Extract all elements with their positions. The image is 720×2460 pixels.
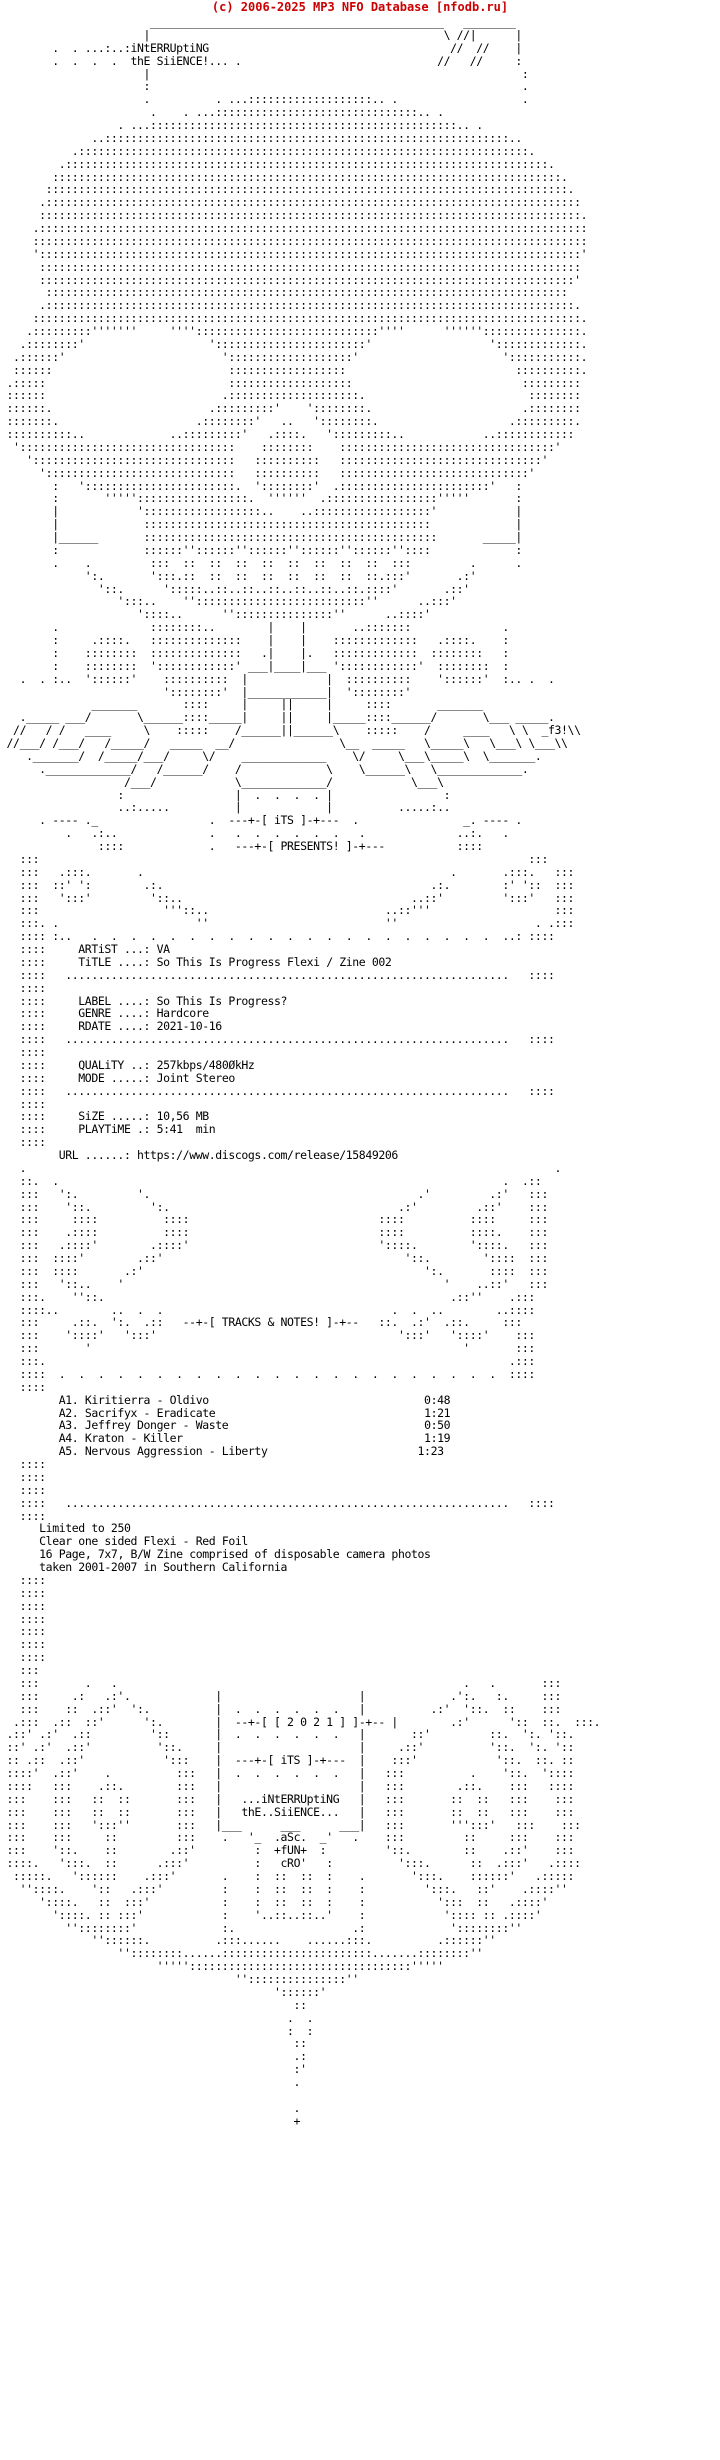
note-0: Limited to 250 <box>39 1521 131 1536</box>
playtime-value: 5:41 min <box>156 1122 216 1137</box>
nfo-document: ________________________________________… <box>0 16 720 2456</box>
note-3: taken 2001-2007 in Southern California <box>39 1560 288 1574</box>
group-name-bottom: ...iNtERRUptiNG <box>241 1791 340 1806</box>
nfo-tracklist: :::: A1. Kiritierra - Oldivo 0:48 A2. Sa… <box>19 1379 555 1665</box>
track-time-4: 1:23 <box>417 1444 445 1459</box>
label-value: So This Is Progress? <box>156 993 288 1008</box>
nfo-bottom-art: ::: ::: . . . . ::: ::: .: .:'. | | .':.… <box>6 1663 601 2128</box>
note-2: 16 Page, 7x7, B/W Zine comprised of disp… <box>39 1547 431 1562</box>
track-time-0: 0:48 <box>424 1392 451 1407</box>
track-2: A3. Jeffrey Donger - Waste <box>58 1418 229 1433</box>
track-time-1: 1:21 <box>424 1405 451 1420</box>
track-4: A5. Nervous Aggression - Liberty <box>58 1444 268 1459</box>
title-value: So This Is Progress Flexi / Zine 002 <box>156 954 392 969</box>
group-name-bottom-2: thE..SiiENCE... <box>241 1804 340 1819</box>
genre-value: Hardcore <box>156 1006 210 1021</box>
year-label: [ 2 0 2 1 ] <box>274 1714 346 1729</box>
track-time-2: 0:50 <box>424 1418 451 1433</box>
track-1: A2. Sacrifyx - Eradicate <box>58 1405 216 1420</box>
note-1: Clear one sided Flexi - Red Foil <box>39 1534 248 1549</box>
credit-2: cRO' <box>280 1856 308 1871</box>
discogs-link[interactable]: https://www.discogs.com/release/15849206 <box>137 1148 398 1162</box>
credit-0: .aSc. <box>274 1830 307 1845</box>
nfo-top-art: ________________________________________… <box>6 16 588 853</box>
track-0: A1. Kiritierra - Oldivo <box>58 1392 209 1407</box>
mode-value: Joint Stereo <box>156 1070 236 1085</box>
source-header: (c) 2006-2025 MP3 NFO Database [nfodb.ru… <box>211 0 509 14</box>
artist-value: VA <box>156 942 170 956</box>
size-value: 10,56 MB <box>156 1109 210 1124</box>
track-time-3: 1:19 <box>424 1431 451 1446</box>
quality-value: 257kbps/480ØkHz <box>156 1057 255 1072</box>
rdate-value: 2021-10-16 <box>156 1019 223 1034</box>
nfo-info-block: ::: ::: ::: .:::. . . .:::. ::: ::: ::' … <box>19 851 575 1381</box>
credit-1: +fUN+ <box>274 1843 307 1858</box>
track-3: A4. Kraton - Killer <box>58 1431 183 1446</box>
